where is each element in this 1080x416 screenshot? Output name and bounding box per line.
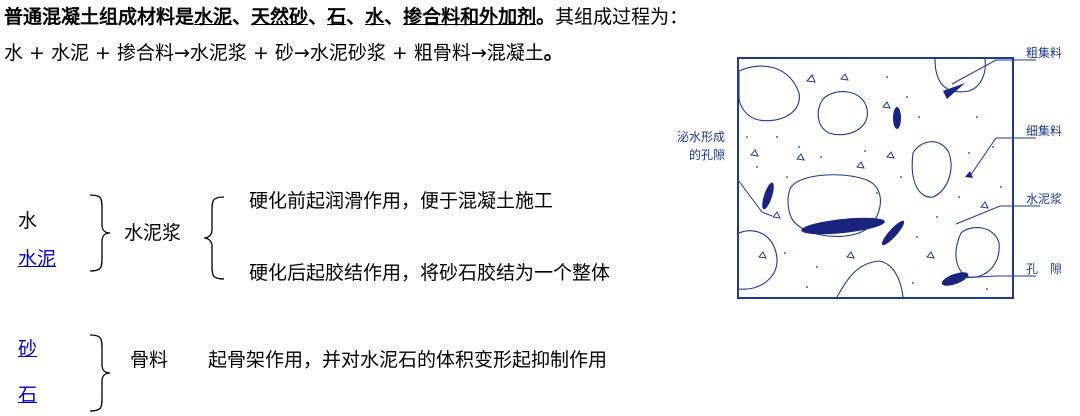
brace-right-1 (89, 194, 111, 272)
label-bleed-pores: 泌水形成 的孔隙 (676, 130, 725, 162)
coarse-aggregate (738, 65, 800, 122)
coarse-aggregate (955, 227, 1000, 278)
paste-after-hardening: 硬化后起胶结作用，将砂石胶结为一个整体 (249, 262, 611, 284)
intro-line-2: 水 + 水泥 + 掺合料→水泥浆 + 砂→水泥砂浆 + 粗骨料→混凝土。 (4, 42, 563, 64)
brace-right-2 (89, 334, 111, 412)
coarse-aggregate (787, 174, 881, 238)
paste-before-hardening: 硬化前起润滑作用，便于混凝土施工 (249, 190, 554, 212)
link-cement[interactable]: 水泥 (18, 248, 57, 270)
pore (941, 272, 969, 286)
material-cement: 水泥 (194, 6, 233, 28)
material-admixture: 掺合料和外加剂 (403, 6, 537, 28)
coarse-aggregate (934, 58, 986, 93)
aggregate-label: 骨料 (130, 349, 169, 371)
label-coarse-aggregate: 粗集料 (1026, 46, 1063, 60)
coarse-aggregate (836, 260, 904, 298)
material-water: 水 (365, 6, 385, 28)
intro-line-1: 普通混凝土组成材料是水泥、天然砂、石、水、掺合料和外加剂。其组成过程为： (4, 6, 689, 28)
material-stone: 石 (327, 6, 347, 28)
item-water: 水 (18, 210, 38, 232)
concrete-cross-section-diagram (737, 57, 1014, 299)
material-sand: 天然砂 (251, 6, 309, 28)
pore (943, 83, 965, 99)
coarse-aggregate (911, 141, 952, 198)
intro-bold-lead: 普通混凝土组成材料是 (4, 6, 195, 28)
label-fine-aggregate: 细集料 (1026, 124, 1063, 138)
process-chain: 水 + 水泥 + 掺合料→水泥浆 + 砂→水泥砂浆 + 粗骨料→混凝土 (4, 42, 544, 64)
diagram-leader-lines (737, 59, 1040, 279)
pore (801, 217, 885, 235)
aggregate-role: 起骨架作用，并对水泥石的体积变形起抑制作用 (208, 349, 608, 371)
intro-tail: 其组成过程为： (555, 6, 689, 28)
coarse-aggregate (817, 91, 868, 136)
link-sand[interactable]: 砂 (18, 338, 38, 360)
paste-label: 水泥浆 (124, 222, 182, 244)
pore (762, 182, 774, 210)
label-cement-paste: 水泥浆 (1026, 192, 1063, 206)
pore (881, 220, 905, 246)
label-pore: 孔 隙 (1026, 262, 1063, 276)
brace-left-1 (203, 196, 225, 280)
link-stone[interactable]: 石 (18, 384, 38, 406)
coarse-aggregate (738, 230, 778, 290)
pore (893, 107, 901, 129)
